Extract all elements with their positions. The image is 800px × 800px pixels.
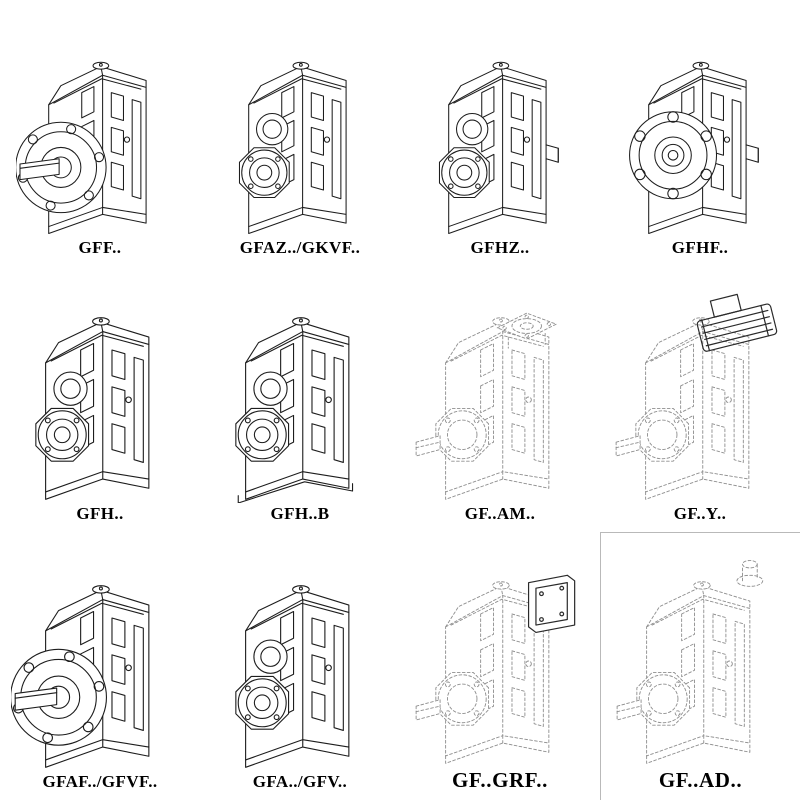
gearbox-drawing-hollow-bore-stub (438, 62, 559, 235)
model-label: GFF.. (78, 238, 122, 258)
gearbox-drawing-flange-shaft (11, 585, 150, 769)
model-label: GFH..B (270, 504, 330, 524)
gearbox-drawing-phantom-adapter (415, 312, 557, 501)
gearbox-drawing-hollow-bore-base (235, 317, 354, 504)
catalog-item-gf-am: GF..AM.. (400, 266, 600, 532)
model-label: GFHF.. (671, 238, 729, 258)
catalog-item-gf-ad: GF..AD.. (600, 532, 800, 800)
catalog-item-gfaf-gfvf: GFAF../GFVF.. (0, 532, 200, 800)
model-label: GFHZ.. (470, 238, 530, 258)
gearbox-drawing-hollow-bore (235, 585, 350, 769)
model-label: GFAZ../GKVF.. (239, 238, 361, 258)
model-label: GF..AD.. (658, 767, 743, 792)
gearbox-drawing-phantom-input (616, 559, 763, 764)
catalog-item-gf-y: GF..Y.. (600, 266, 800, 532)
catalog-item-gfh: GFH.. (0, 266, 200, 532)
gearbox-drawing-phantom-cover (415, 574, 576, 764)
model-label: GFAF../GFVF.. (42, 772, 158, 792)
model-label: GF..Y.. (673, 504, 727, 524)
catalog-item-gfaz-gkvf: GFAZ../GKVF.. (200, 0, 400, 266)
model-label: GFH.. (76, 504, 124, 524)
catalog-item-gff: GFF.. (0, 0, 200, 266)
gearbox-drawing-hollow-bore (35, 317, 150, 501)
catalog-item-gfhf: GFHF.. (600, 0, 800, 266)
gearbox-drawing-front-flange (629, 62, 759, 235)
catalog-item-gf-grf: GF..GRF.. (400, 532, 600, 800)
gearbox-drawing-hollow-bore (238, 62, 347, 235)
catalog-item-gfh-b: GFH..B (200, 266, 400, 532)
gearbox-drawing-phantom-motor (615, 291, 779, 501)
catalog-item-gfhz: GFHZ.. (400, 0, 600, 266)
gearbox-drawing-flange-shaft (16, 62, 147, 235)
catalog-item-gfa-gfv: GFA../GFV.. (200, 532, 400, 800)
model-label: GF..GRF.. (451, 767, 549, 792)
model-label: GF..AM.. (464, 504, 536, 524)
model-label: GFA../GFV.. (252, 772, 348, 792)
